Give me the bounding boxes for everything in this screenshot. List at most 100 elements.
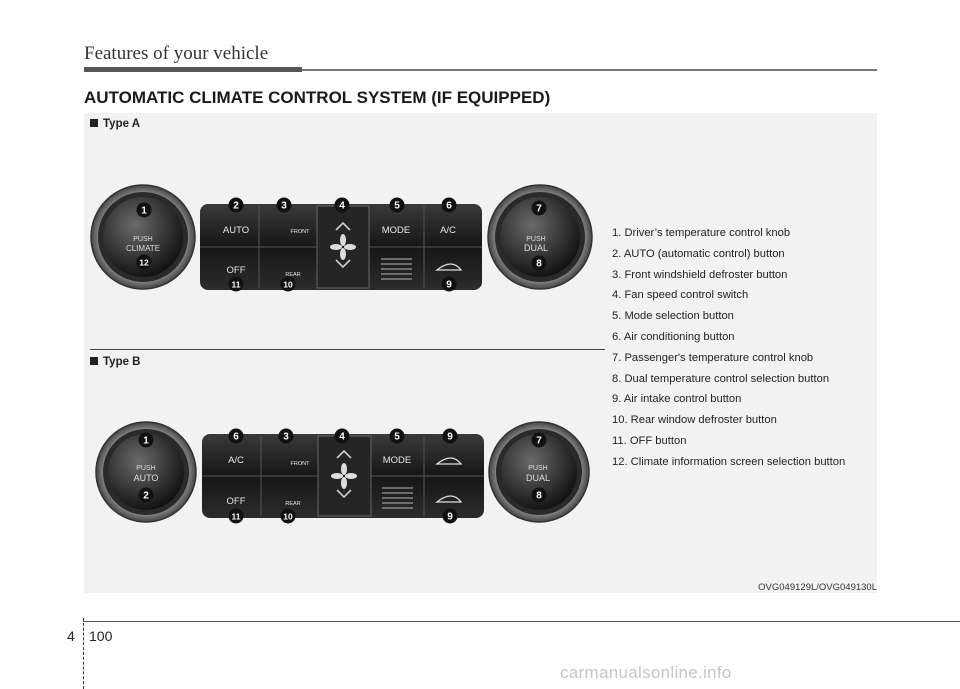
svg-text:1: 1 bbox=[141, 206, 147, 217]
fan-speed-switch[interactable] bbox=[316, 205, 370, 289]
legend-list: 1. Driver’s temperature control knob 2. … bbox=[612, 226, 845, 476]
knob-push-label: PUSH bbox=[528, 465, 547, 472]
svg-text:1: 1 bbox=[143, 436, 149, 447]
callout-8: 8 bbox=[531, 255, 547, 271]
chapter-number: 4 bbox=[67, 628, 75, 644]
knob-push-label: PUSH bbox=[133, 236, 152, 243]
driver-temperature-knob[interactable] bbox=[95, 421, 197, 523]
fan-icon bbox=[331, 463, 357, 489]
bullet-square-icon bbox=[90, 357, 98, 365]
knob-push-label: PUSH bbox=[136, 465, 155, 472]
type-divider bbox=[90, 349, 605, 350]
legend-item: 6. Air conditioning button bbox=[612, 330, 735, 343]
svg-text:6: 6 bbox=[233, 432, 239, 443]
svg-text:5: 5 bbox=[394, 432, 400, 443]
watermark: carmanualsonline.info bbox=[560, 663, 732, 682]
svg-text:10: 10 bbox=[283, 512, 293, 522]
legend-item: 9. Air intake control button bbox=[612, 393, 742, 406]
callout-9: 9 bbox=[441, 276, 457, 292]
callout-11: 11 bbox=[228, 276, 244, 292]
callout-2: 2 bbox=[228, 197, 244, 213]
footer-horizontal-rule bbox=[83, 621, 960, 622]
mode-button[interactable]: MODE bbox=[383, 455, 412, 466]
callout-10: 10 bbox=[280, 276, 296, 292]
knob-dual-label: DUAL bbox=[526, 473, 550, 483]
title-rule bbox=[84, 67, 302, 72]
svg-text:6: 6 bbox=[446, 201, 452, 212]
rear-defrost-button[interactable]: REAR bbox=[285, 501, 300, 507]
legend-item: 5. Mode selection button bbox=[612, 310, 734, 323]
auto-button[interactable]: AUTO bbox=[223, 225, 249, 236]
driver-temperature-knob[interactable] bbox=[90, 184, 196, 290]
fan-icon bbox=[330, 234, 356, 260]
front-defrost-button[interactable]: FRONT bbox=[291, 229, 311, 235]
chevron-up-icon bbox=[336, 449, 352, 459]
callout-7: 7 bbox=[531, 200, 547, 216]
legend-item: 1. Driver’s temperature control knob bbox=[612, 227, 791, 239]
callout-1: 1 bbox=[138, 432, 154, 448]
type-a-control-panel: PUSH CLIMATE AUTO FRONT MODE A/C OFF REA… bbox=[90, 184, 593, 292]
front-defrost-button[interactable]: FRONT bbox=[291, 461, 311, 467]
type-b-control-panel: PUSH AUTO A/C FRONT MODE OFF REAR PUSH D… bbox=[95, 421, 590, 524]
passenger-temperature-knob[interactable] bbox=[488, 421, 590, 523]
callout-7: 7 bbox=[531, 432, 547, 448]
page-number: 100 bbox=[89, 628, 113, 644]
legend-item: 2. AUTO (automatic control) button bbox=[612, 247, 785, 260]
page-heading: AUTOMATIC CLIMATE CONTROL SYSTEM (IF EQU… bbox=[84, 88, 551, 107]
svg-text:9: 9 bbox=[447, 432, 453, 443]
image-code: OVG049129L/OVG049130L bbox=[758, 582, 877, 593]
svg-text:8: 8 bbox=[536, 491, 542, 502]
vent-grille-icon bbox=[382, 487, 413, 509]
air-intake-icon[interactable] bbox=[435, 263, 463, 271]
knob-climate-label: CLIMATE bbox=[126, 244, 160, 253]
svg-text:3: 3 bbox=[283, 432, 289, 443]
bullet-square-icon bbox=[90, 119, 98, 127]
chevron-down-icon bbox=[335, 259, 351, 269]
callout-1: 1 bbox=[136, 202, 152, 218]
svg-text:2: 2 bbox=[143, 491, 149, 502]
callout-5: 5 bbox=[389, 428, 405, 444]
svg-text:5: 5 bbox=[394, 201, 400, 212]
svg-text:9: 9 bbox=[447, 512, 453, 523]
title-rule-thin bbox=[302, 69, 877, 71]
chevron-down-icon bbox=[336, 489, 352, 499]
type-a-label: Type A bbox=[90, 118, 140, 130]
chevron-up-icon bbox=[335, 221, 351, 231]
callout-10: 10 bbox=[280, 508, 296, 524]
svg-text:11: 11 bbox=[232, 512, 241, 522]
svg-text:8: 8 bbox=[536, 259, 542, 270]
svg-text:10: 10 bbox=[283, 280, 293, 290]
callout-9-bottom: 9 bbox=[442, 508, 458, 524]
callout-4: 4 bbox=[334, 197, 350, 213]
fan-speed-switch[interactable] bbox=[317, 435, 372, 517]
ac-button[interactable]: A/C bbox=[440, 225, 456, 236]
off-button[interactable]: OFF bbox=[227, 265, 246, 276]
vent-grille-icon bbox=[381, 258, 412, 280]
type-b-label: Type B bbox=[90, 356, 141, 368]
legend-item: 3. Front windshield defroster button bbox=[612, 268, 788, 281]
legend-item: 10. Rear window defroster button bbox=[612, 414, 777, 427]
air-intake-top-icon[interactable] bbox=[435, 457, 463, 465]
rear-defrost-button[interactable]: REAR bbox=[285, 272, 300, 278]
svg-text:4: 4 bbox=[339, 432, 345, 443]
callout-11: 11 bbox=[228, 508, 244, 524]
passenger-temperature-knob[interactable] bbox=[487, 184, 593, 290]
legend-item: 12. Climate information screen selection… bbox=[612, 455, 846, 468]
knob-dual-label: DUAL bbox=[524, 243, 548, 253]
callout-8: 8 bbox=[531, 487, 547, 503]
legend-item: 11. OFF button bbox=[612, 434, 687, 447]
mode-button[interactable]: MODE bbox=[382, 225, 411, 236]
callout-3: 3 bbox=[278, 428, 294, 444]
callout-3: 3 bbox=[276, 197, 292, 213]
legend-item: 7. Passenger's temperature control knob bbox=[612, 351, 814, 364]
callout-2: 2 bbox=[138, 487, 154, 503]
off-button[interactable]: OFF bbox=[227, 496, 246, 507]
section-title: Features of your vehicle bbox=[84, 43, 269, 64]
svg-text:9: 9 bbox=[446, 280, 452, 291]
callout-12: 12 bbox=[136, 254, 152, 270]
svg-text:7: 7 bbox=[536, 204, 542, 215]
callout-6: 6 bbox=[228, 428, 244, 444]
ac-button[interactable]: A/C bbox=[228, 455, 244, 466]
air-intake-icon[interactable] bbox=[435, 495, 463, 503]
callout-6: 6 bbox=[441, 197, 457, 213]
